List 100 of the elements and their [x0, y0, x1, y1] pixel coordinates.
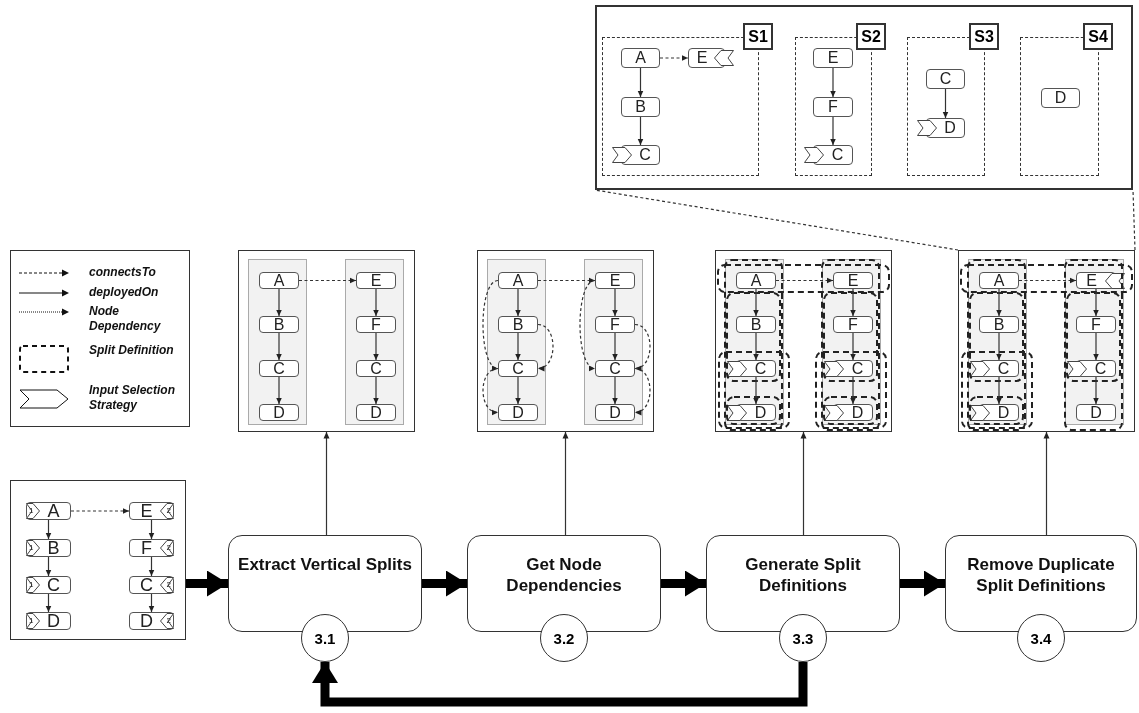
dashed-arrow [482, 367, 499, 415]
component-box [979, 316, 1019, 333]
arrow [373, 376, 379, 405]
component-label: B [750, 316, 762, 333]
component-label: B [273, 316, 285, 333]
component-box [259, 404, 299, 421]
component-box [595, 360, 635, 377]
component-box [356, 272, 396, 289]
vertical-split-column [248, 259, 307, 425]
graph-panel [477, 250, 654, 432]
component-box [1076, 404, 1116, 421]
component-label: B [46, 539, 60, 557]
component-box [813, 48, 853, 68]
component-label: B [993, 316, 1005, 333]
thick-arrow [186, 570, 228, 597]
arrow [45, 593, 52, 613]
component-box [259, 316, 299, 333]
component-label: C [512, 360, 524, 377]
arrow [753, 376, 759, 405]
component-box [26, 576, 71, 594]
dashed-arrow [775, 277, 834, 284]
step-title: Generate Split Definitions [744, 554, 862, 596]
component-box [356, 404, 396, 421]
vertical-split-column [345, 259, 404, 425]
component-box [259, 360, 299, 377]
arrow [753, 288, 759, 317]
component-label: B [635, 99, 646, 115]
arrow [148, 593, 155, 613]
component-label: D [754, 404, 767, 421]
step-title: Get Node Dependencies [505, 554, 623, 596]
arrow [45, 519, 52, 540]
thick-arrow [422, 570, 467, 597]
strategy-number: 1 [29, 544, 34, 552]
component-box [129, 612, 174, 630]
strategy-number: 1 [29, 507, 34, 515]
component-box [26, 502, 71, 520]
component-label: F [371, 316, 381, 333]
component-label: A [273, 272, 285, 289]
step-number: 3.2 [553, 629, 575, 647]
component-label: C [754, 360, 767, 377]
split-label: S4 [1083, 23, 1113, 50]
component-label: A [512, 272, 524, 289]
strategy-number: 2 [166, 507, 171, 515]
component-label: C [851, 360, 864, 377]
arrow [612, 332, 618, 361]
zoom-line [594, 189, 959, 251]
component-label: D [851, 404, 864, 421]
component-box [1076, 316, 1116, 333]
component-label: C [609, 360, 621, 377]
component-label: E [140, 502, 154, 520]
arrow [830, 116, 836, 146]
arrow [996, 332, 1002, 361]
component-label: C [831, 147, 844, 163]
arrow [850, 376, 856, 405]
strategy-number: 2 [166, 581, 171, 589]
step-title: Extract Vertical Splits [237, 554, 413, 575]
arrow [830, 67, 836, 98]
inset-panel [595, 5, 1133, 190]
component-box [26, 612, 71, 630]
component-label: C [639, 147, 651, 163]
component-label: D [370, 404, 382, 421]
component-box [356, 316, 396, 333]
component-label: E [847, 272, 859, 289]
graph-panel [715, 250, 892, 432]
graph-panel [238, 250, 415, 432]
strategy-number: 2 [166, 617, 171, 625]
arrow [637, 116, 644, 146]
thick-arrow [312, 662, 808, 707]
split-label: S2 [856, 23, 886, 50]
component-box [1041, 88, 1080, 108]
component-box [129, 502, 174, 520]
strategy-number: 1 [29, 617, 34, 625]
thick-arrow [661, 570, 706, 597]
component-box [498, 360, 538, 377]
dashed-arrow [634, 323, 651, 371]
component-box [736, 272, 776, 289]
component-label: E [827, 50, 839, 66]
dashed-arrow [537, 323, 554, 371]
step-number: 3.4 [1030, 629, 1052, 647]
arrow [996, 288, 1002, 317]
component-label: C [140, 576, 154, 594]
component-box [979, 272, 1019, 289]
process-box [228, 535, 422, 632]
vertical-split-column [584, 259, 643, 425]
component-label: E [370, 272, 382, 289]
arrow [1093, 376, 1099, 405]
dashed-arrow [579, 279, 596, 370]
legend-label: deployedOn [89, 285, 160, 300]
component-label: B [512, 316, 524, 333]
component-label: C [46, 576, 60, 594]
zoom-line [1132, 189, 1136, 251]
arrow [276, 376, 282, 405]
component-label: D [512, 404, 524, 421]
arrow [850, 332, 856, 361]
process-box [467, 535, 661, 632]
arrow [850, 288, 856, 317]
component-label: A [993, 272, 1005, 289]
component-label: E [609, 272, 621, 289]
component-box [259, 272, 299, 289]
component-box [356, 360, 396, 377]
